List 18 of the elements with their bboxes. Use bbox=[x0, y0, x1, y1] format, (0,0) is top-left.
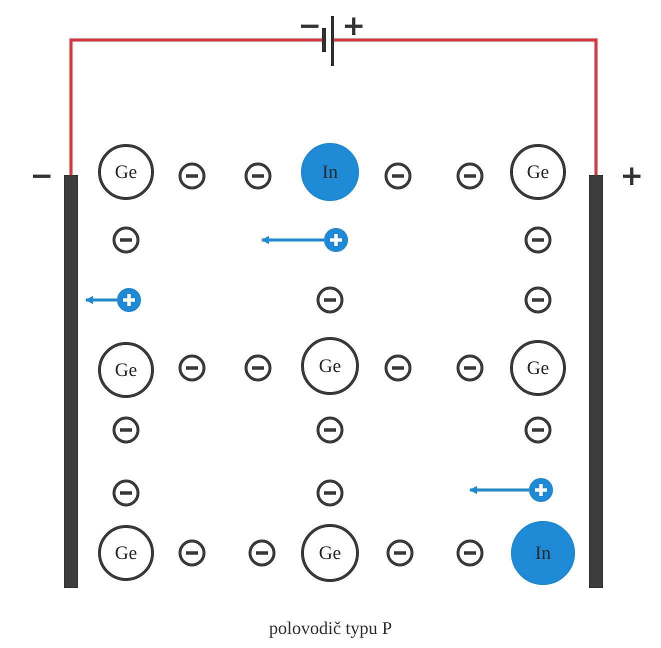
polarity-sign: + bbox=[620, 162, 644, 190]
atom-circle: Ge bbox=[98, 144, 154, 200]
atom-circle: Ge bbox=[510, 340, 566, 396]
electrode-plate bbox=[64, 175, 78, 588]
polarity-sign: − bbox=[298, 12, 322, 40]
polarity-sign: − bbox=[30, 162, 54, 190]
atom-circle: In bbox=[511, 521, 575, 585]
atom-circle: Ge bbox=[98, 342, 154, 398]
caption: polovodič typu P bbox=[268, 618, 393, 639]
atom-circle: In bbox=[301, 143, 359, 201]
wire bbox=[70, 38, 316, 175]
electrode-plate bbox=[589, 175, 603, 588]
atom-circle: Ge bbox=[98, 525, 154, 581]
atom-circle: Ge bbox=[301, 524, 359, 582]
wire bbox=[340, 38, 598, 175]
atom-circle: Ge bbox=[510, 144, 566, 200]
atom-circle: Ge bbox=[301, 337, 359, 395]
polarity-sign: + bbox=[342, 12, 366, 40]
